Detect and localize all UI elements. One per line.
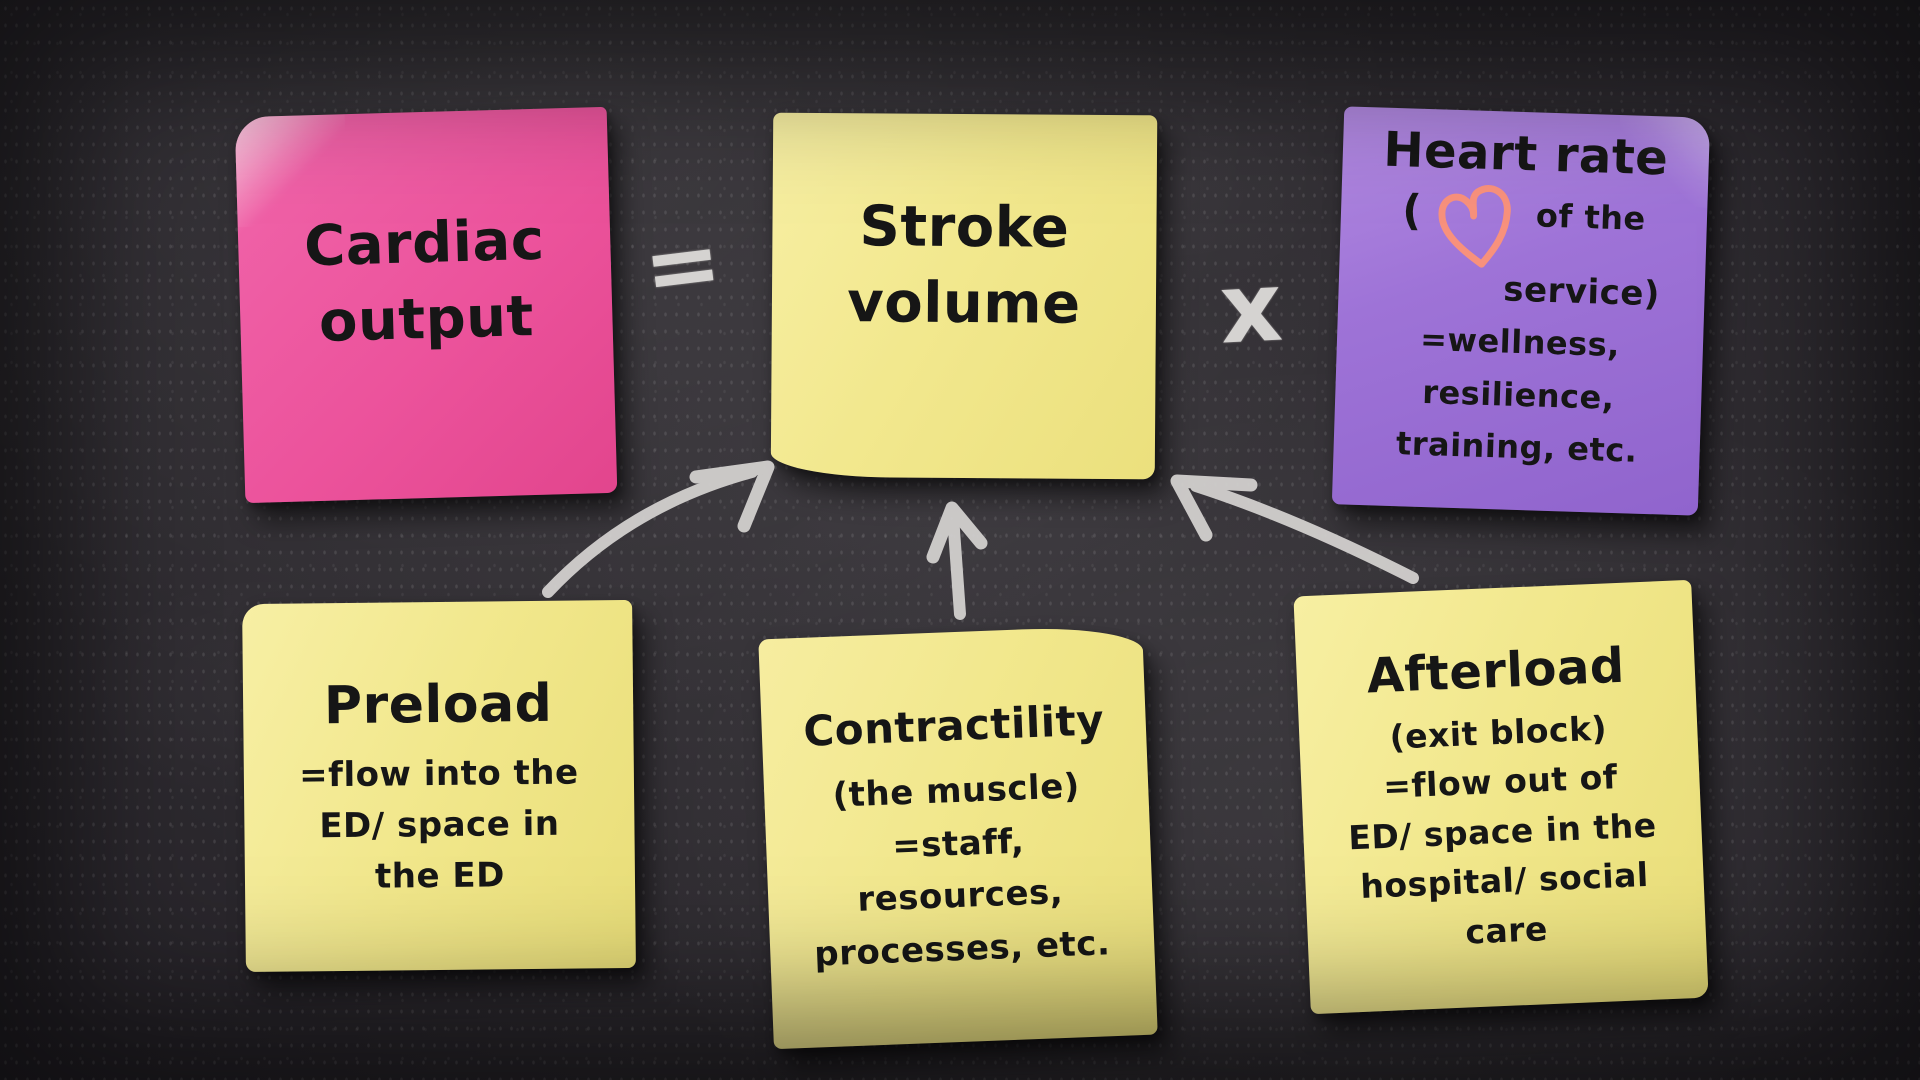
note-text-line: =wellness, — [1419, 320, 1621, 365]
note-title: Preload — [323, 674, 553, 737]
note-text-line: resources, — [856, 872, 1064, 921]
after-heart-text: of the — [1535, 196, 1647, 238]
note-text-line: (exit block) — [1388, 708, 1608, 757]
note-title-line: volume — [847, 270, 1081, 337]
note-text-line: training, etc. — [1395, 424, 1639, 470]
note-text-line: (the muscle) — [831, 766, 1081, 816]
note-contractility: Contractility (the muscle) =staff, resou… — [758, 624, 1158, 1050]
note-heart-rate: Heart rate ( of the service) =wellness, … — [1331, 106, 1711, 516]
open-paren: ( — [1401, 184, 1423, 235]
note-cardiac-output: Cardiac output — [234, 106, 618, 504]
note-text-line: resilience, — [1421, 372, 1616, 417]
note-text-line: care — [1464, 908, 1549, 952]
note-text-line: ED/ space in — [319, 803, 560, 846]
note-text-line: the ED — [374, 854, 506, 897]
note-title-line: output — [318, 284, 535, 355]
note-title-line: Stroke — [859, 194, 1070, 262]
heart-icon — [1430, 181, 1525, 274]
heart-rate-paren-row: ( of the — [1401, 180, 1647, 268]
note-text-line: =staff, — [891, 821, 1026, 867]
note-text-line: processes, etc. — [813, 923, 1112, 975]
note-text-line: hospital/ social — [1359, 855, 1650, 907]
note-title-line: Cardiac — [303, 208, 546, 280]
service-line: service) — [1502, 269, 1661, 314]
note-title: Afterload — [1365, 637, 1626, 705]
note-afterload: Afterload (exit block) =flow out of ED/ … — [1293, 579, 1709, 1015]
note-text-line: =flow into the — [298, 752, 579, 796]
note-title: Heart rate — [1382, 121, 1670, 187]
straight-arrow-up-icon — [926, 501, 988, 620]
note-stroke-volume: Stroke volume — [770, 112, 1158, 480]
note-title: Contractility — [802, 695, 1105, 757]
equals-symbol: = — [637, 207, 728, 324]
note-preload: Preload =flow into the ED/ space in the … — [242, 599, 636, 973]
multiply-symbol: x — [1217, 250, 1285, 366]
